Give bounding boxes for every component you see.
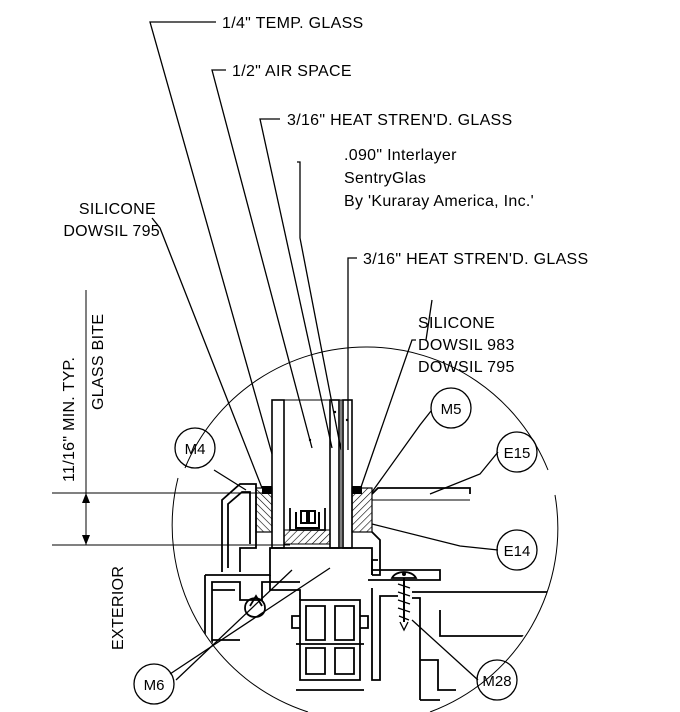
tag-e14: E14 — [496, 529, 538, 571]
detail-circle-lower-right — [429, 494, 559, 712]
tag-e15: E15 — [496, 431, 538, 473]
detail-circle-lower-left — [171, 477, 309, 712]
tag-m4: M4 — [174, 427, 216, 469]
label-interlayer-1: .090" Interlayer — [344, 147, 457, 164]
label-silicone-right-1: SILICONE — [418, 315, 495, 332]
right-silicone-bead — [351, 487, 373, 533]
temp-glass-lite — [271, 399, 285, 549]
tag-m6: M6 — [133, 663, 175, 705]
tag-m5: M5 — [430, 387, 472, 429]
glass-bite-dimension — [52, 290, 470, 546]
label-interlayer-2: SentryGlas — [344, 170, 426, 187]
label-heat-glass-2: 3/16" HEAT STREN'D. GLASS — [363, 251, 589, 268]
label-silicone-left-2: DOWSIL 795 — [63, 223, 160, 240]
leader-lines — [149, 21, 499, 681]
tag-m28: M28 — [476, 659, 518, 701]
heat-glass-lite-1 — [329, 399, 340, 549]
svg-text:E15: E15 — [504, 445, 531, 462]
label-heat-glass-1: 3/16" HEAT STREN'D. GLASS — [287, 112, 513, 129]
glass-lites — [271, 399, 353, 549]
svg-text:M6: M6 — [144, 677, 165, 694]
svg-text:E14: E14 — [504, 543, 531, 560]
label-exterior: EXTERIOR — [110, 566, 127, 650]
svg-text:M28: M28 — [482, 673, 511, 690]
ig-spacer — [283, 508, 331, 545]
label-temp-glass: 1/4" TEMP. GLASS — [222, 15, 364, 32]
svg-text:M4: M4 — [185, 441, 206, 458]
svg-text:M5: M5 — [441, 401, 462, 418]
detail-circle — [184, 346, 549, 471]
frame-profile — [204, 483, 560, 701]
label-interlayer-3: By 'Kuraray America, Inc.' — [344, 193, 534, 210]
label-air-space: 1/2" AIR SPACE — [232, 63, 352, 80]
label-silicone-right-2: DOWSIL 983 — [418, 337, 515, 354]
label-silicone-right-3: DOWSIL 795 — [418, 359, 515, 376]
left-silicone-bead — [255, 487, 273, 533]
label-glass-bite-dimension: 11/16" MIN. TYP. — [61, 357, 78, 482]
screw — [390, 571, 418, 632]
label-silicone-left-1: SILICONE — [79, 201, 156, 218]
label-glass-bite: GLASS BITE — [90, 314, 107, 410]
